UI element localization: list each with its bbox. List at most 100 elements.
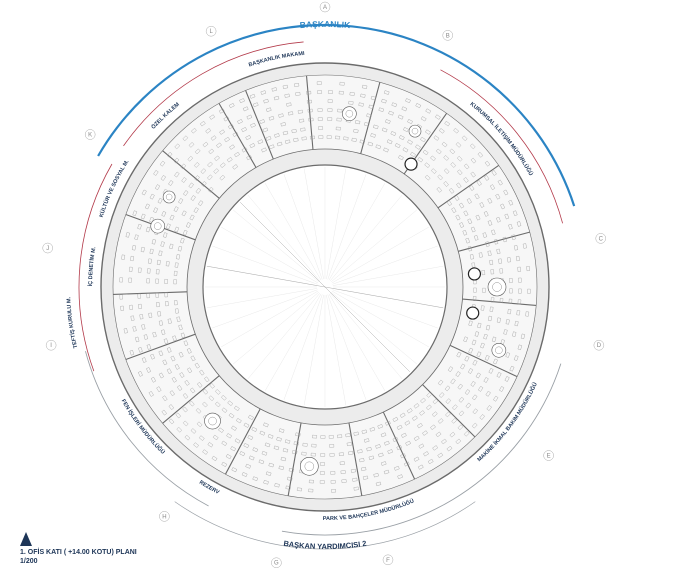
- desk: [453, 127, 459, 134]
- desk: [140, 213, 146, 220]
- desk: [418, 443, 425, 449]
- desk: [161, 329, 166, 335]
- atrium-hairline: [331, 292, 418, 365]
- grid-letter: I: [50, 343, 52, 349]
- desk: [121, 254, 126, 260]
- department-arcs: [78, 23, 576, 550]
- desk: [375, 481, 382, 487]
- grid-bubble: [543, 450, 554, 461]
- desk: [405, 98, 411, 104]
- desk: [328, 435, 334, 439]
- desk: [387, 449, 393, 454]
- desk: [166, 368, 172, 375]
- desk: [276, 141, 283, 147]
- desk: [373, 124, 379, 130]
- desk: [459, 222, 465, 228]
- desk: [135, 336, 140, 343]
- radial-wall: [422, 384, 476, 438]
- desk: [263, 480, 269, 485]
- atrium-hairline: [326, 168, 346, 280]
- desk: [450, 378, 456, 385]
- atrium-hairline: [332, 245, 438, 285]
- desk: [508, 199, 514, 206]
- desk: [512, 210, 518, 217]
- desk: [145, 226, 151, 233]
- desk: [505, 352, 511, 358]
- desk: [182, 406, 188, 413]
- desk: [236, 418, 242, 424]
- desk: [196, 421, 203, 428]
- desk: [287, 476, 293, 481]
- desk: [204, 376, 210, 383]
- radial-wall: [113, 291, 188, 295]
- desk: [487, 197, 493, 204]
- desk: [245, 135, 252, 141]
- desk: [198, 435, 205, 441]
- desk: [419, 410, 425, 416]
- desk: [257, 139, 264, 145]
- desk: [286, 102, 292, 107]
- desk: [249, 93, 256, 99]
- grid-bubble: [319, 1, 331, 13]
- meeting-table-inner: [495, 346, 503, 354]
- desk: [491, 170, 497, 176]
- desk: [423, 451, 429, 457]
- desk: [469, 143, 476, 150]
- desk: [469, 185, 475, 191]
- desk: [369, 427, 376, 432]
- desk: [319, 480, 325, 484]
- desk: [177, 245, 183, 252]
- desk: [137, 293, 141, 299]
- desk: [208, 186, 214, 193]
- desk: [470, 171, 476, 178]
- department-label: BAŞKANLIK: [299, 19, 351, 30]
- desk: [130, 255, 134, 262]
- desk: [128, 277, 132, 283]
- desk: [189, 214, 195, 221]
- office-furniture: [119, 81, 531, 493]
- desk: [437, 418, 444, 424]
- desk: [150, 353, 155, 360]
- desk: [489, 184, 496, 190]
- desk: [415, 144, 421, 150]
- desk: [390, 131, 397, 136]
- desk: [431, 411, 438, 417]
- desk: [285, 485, 291, 490]
- desk: [339, 461, 345, 465]
- desk: [345, 433, 351, 438]
- desk: [462, 229, 468, 236]
- desk: [182, 393, 189, 399]
- desk: [327, 99, 333, 103]
- desk: [213, 168, 219, 174]
- desk: [346, 442, 352, 447]
- desk: [239, 98, 245, 104]
- desk: [349, 92, 355, 96]
- desk: [280, 122, 286, 127]
- desk: [183, 190, 189, 196]
- desk: [174, 308, 179, 314]
- desk: [301, 451, 307, 456]
- desk: [247, 435, 254, 440]
- desk: [426, 404, 432, 411]
- desk: [138, 303, 142, 309]
- desk: [292, 450, 298, 455]
- desk: [168, 180, 174, 186]
- desk: [417, 156, 424, 163]
- grid-letter: G: [274, 561, 279, 567]
- desk: [380, 432, 387, 438]
- desk: [295, 92, 301, 96]
- desk: [165, 301, 169, 307]
- desk: [151, 239, 157, 245]
- desk: [444, 385, 451, 392]
- desk: [420, 136, 426, 143]
- desk: [392, 416, 399, 422]
- desk: [226, 156, 233, 163]
- desk: [132, 326, 137, 332]
- desk: [353, 431, 359, 436]
- atrium-hairline: [221, 226, 319, 284]
- desk: [487, 250, 492, 256]
- desk: [226, 433, 232, 439]
- desk: [422, 430, 428, 436]
- grid-bubble: [442, 30, 453, 41]
- desk: [221, 395, 227, 401]
